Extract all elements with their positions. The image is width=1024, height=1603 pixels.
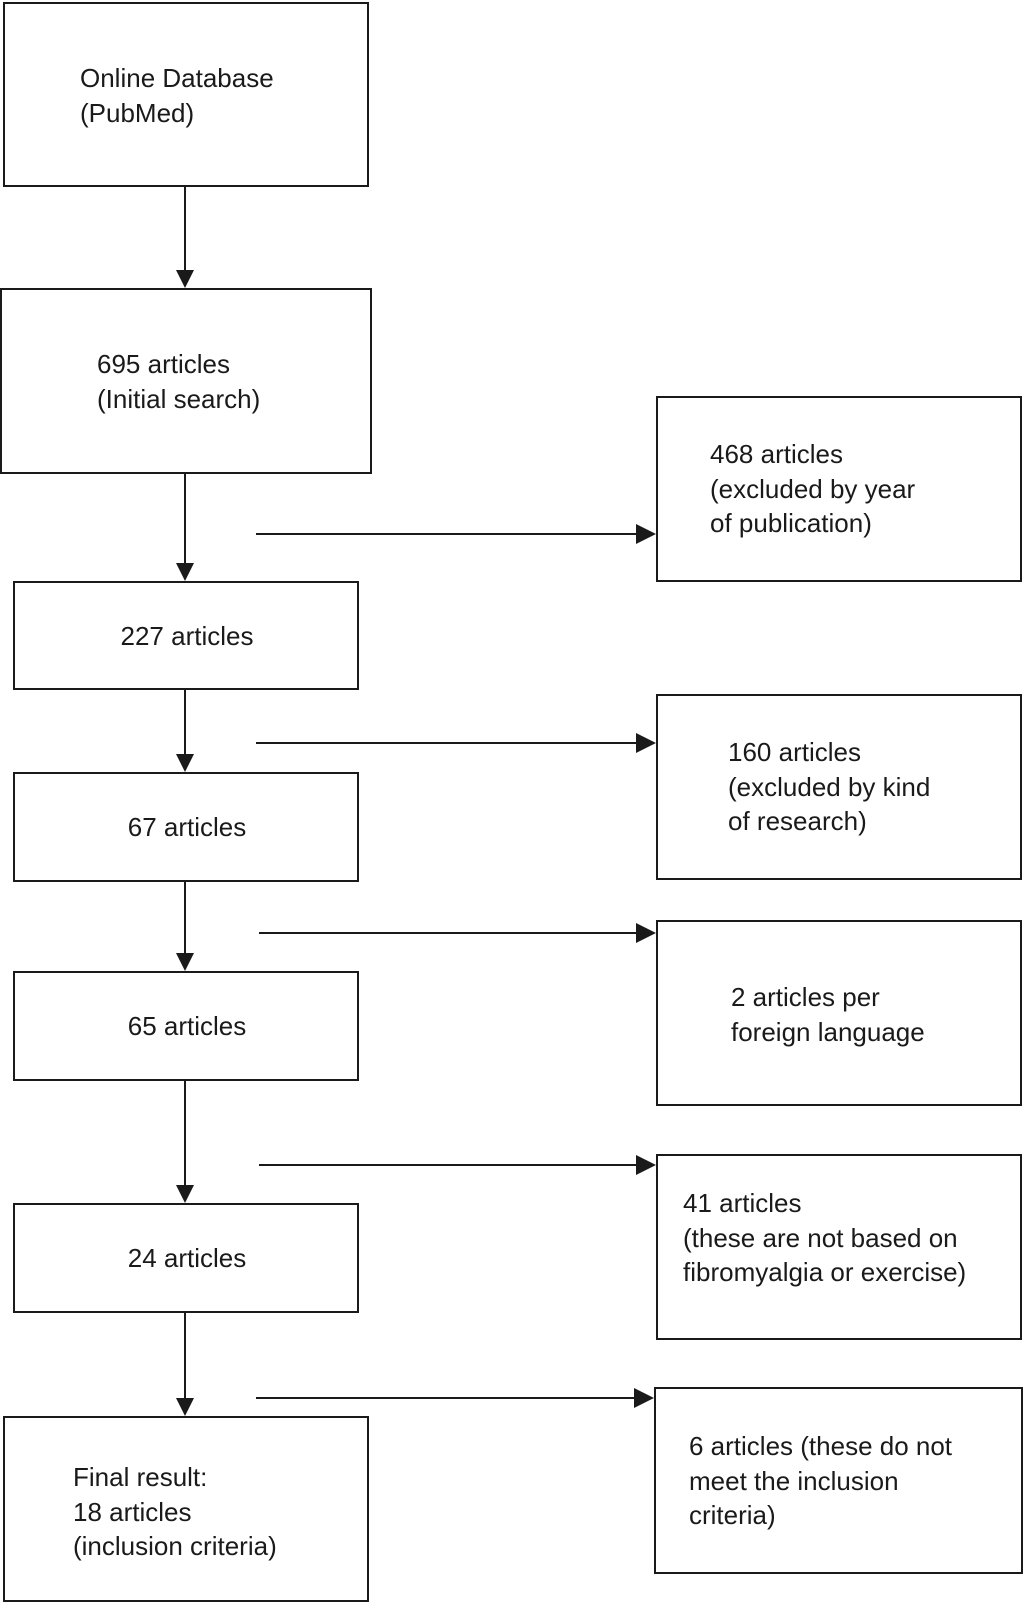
box-excluded-topic: 41 articles (these are not based on fibr… [656, 1154, 1022, 1340]
box-line: 24 articles [127, 1243, 247, 1273]
box-line: (Initial search) [97, 383, 261, 414]
box-227-articles: 227 articles [13, 581, 359, 690]
box-text: 227 articles [15, 619, 359, 654]
box-67-articles: 67 articles [13, 772, 359, 882]
arrowhead [176, 953, 194, 971]
box-line: (PubMed) [80, 97, 195, 128]
box-excluded-criteria: 6 articles (these do not meet the inclus… [654, 1387, 1023, 1574]
box-line: 67 articles [127, 812, 247, 842]
arrowhead [636, 733, 656, 753]
box-excluded-research: 160 articles (excluded by kind of resear… [656, 694, 1022, 880]
arrowhead [176, 754, 194, 772]
box-line: Online Database [80, 63, 274, 93]
box-line: 227 articles [120, 621, 254, 651]
arrowhead [636, 1155, 656, 1175]
box-line: 65 articles [127, 1011, 247, 1041]
flow-arrows [176, 187, 194, 1416]
box-text: 695 articles (Initial search) [97, 347, 260, 416]
box-line: (excluded by kind [728, 771, 931, 802]
box-line: of research) [728, 806, 867, 836]
box-line: 41 articles [683, 1188, 802, 1218]
box-text: 24 articles [15, 1241, 359, 1276]
box-line: fibromyalgia or exercise) [683, 1257, 967, 1287]
box-excluded-year: 468 articles (excluded by year of public… [656, 396, 1022, 582]
box-line: 468 articles [710, 439, 843, 469]
box-line: Final result: [73, 1462, 208, 1492]
box-line: (inclusion criteria) [73, 1531, 277, 1561]
arrowhead [636, 524, 656, 544]
box-line: (these are not based on [683, 1222, 958, 1253]
box-initial-search: 695 articles (Initial search) [0, 288, 372, 474]
box-line: 695 articles [97, 349, 230, 379]
box-text: 65 articles [15, 1009, 359, 1044]
box-line: meet the inclusion [689, 1465, 899, 1496]
box-line: criteria) [689, 1500, 776, 1530]
box-text: 160 articles (excluded by kind of resear… [728, 735, 930, 839]
box-line: 6 articles (these do not [689, 1431, 953, 1461]
box-final-result: Final result: 18 articles (inclusion cri… [3, 1416, 369, 1602]
arrowhead [176, 1398, 194, 1416]
arrowhead [634, 1388, 654, 1408]
box-65-articles: 65 articles [13, 971, 359, 1081]
box-line: 2 articles per [731, 982, 880, 1012]
arrowhead [176, 270, 194, 288]
arrowhead [176, 1185, 194, 1203]
box-text: Online Database (PubMed) [80, 61, 274, 130]
exclusion-arrows [256, 524, 656, 1408]
box-text: 6 articles (these do not meet the inclus… [689, 1429, 952, 1533]
box-text: 41 articles (these are not based on fibr… [683, 1186, 966, 1290]
box-text: 468 articles (excluded by year of public… [710, 437, 915, 541]
box-excluded-language: 2 articles per foreign language [656, 920, 1022, 1106]
box-online-database: Online Database (PubMed) [3, 2, 369, 187]
arrowhead [636, 923, 656, 943]
box-line: 18 articles [73, 1496, 192, 1527]
box-line: of publication) [710, 508, 872, 538]
box-text: Final result: 18 articles (inclusion cri… [73, 1460, 277, 1564]
box-text: 2 articles per foreign language [731, 980, 925, 1049]
box-line: foreign language [731, 1016, 925, 1047]
arrowhead [176, 563, 194, 581]
box-line: (excluded by year [710, 473, 916, 504]
box-line: 160 articles [728, 737, 861, 767]
box-text: 67 articles [15, 810, 359, 845]
box-24-articles: 24 articles [13, 1203, 359, 1313]
